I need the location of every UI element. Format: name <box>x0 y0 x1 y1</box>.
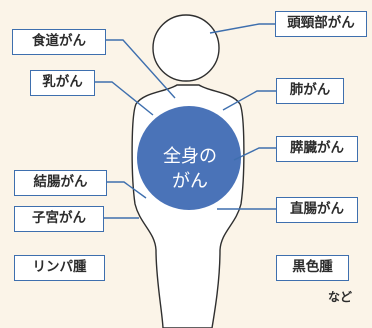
leader-colon <box>107 181 147 199</box>
leader-head-neck <box>209 23 275 34</box>
label-uterine-cancer: 子宮がん <box>14 206 104 232</box>
center-label-line-1: 全身の <box>163 146 217 167</box>
label-rectal-cancer: 直腸がん <box>276 197 358 223</box>
leader-esophageal <box>106 39 176 99</box>
label-lymphoma: リンパ腫 <box>14 255 105 281</box>
leader-pancreatic <box>233 147 276 161</box>
head-shape <box>152 14 220 82</box>
footnote-etc: など <box>327 290 352 304</box>
label-melanoma: 黒色腫 <box>276 255 349 281</box>
center-label-line-2: がん <box>172 171 208 192</box>
label-esophageal-cancer: 食道がん <box>12 29 106 55</box>
label-colon-cancer: 結腸がん <box>14 170 107 196</box>
leader-breast <box>95 81 154 116</box>
whole-body-circle <box>137 106 241 210</box>
center-label: 全身の がん <box>136 144 244 194</box>
leader-lung <box>222 90 276 111</box>
label-pancreatic-cancer: 膵臓がん <box>276 136 358 162</box>
label-lung-cancer: 肺がん <box>276 78 344 104</box>
label-head-neck-cancer: 頭頸部がん <box>275 11 367 37</box>
label-breast-cancer: 乳がん <box>30 70 95 96</box>
